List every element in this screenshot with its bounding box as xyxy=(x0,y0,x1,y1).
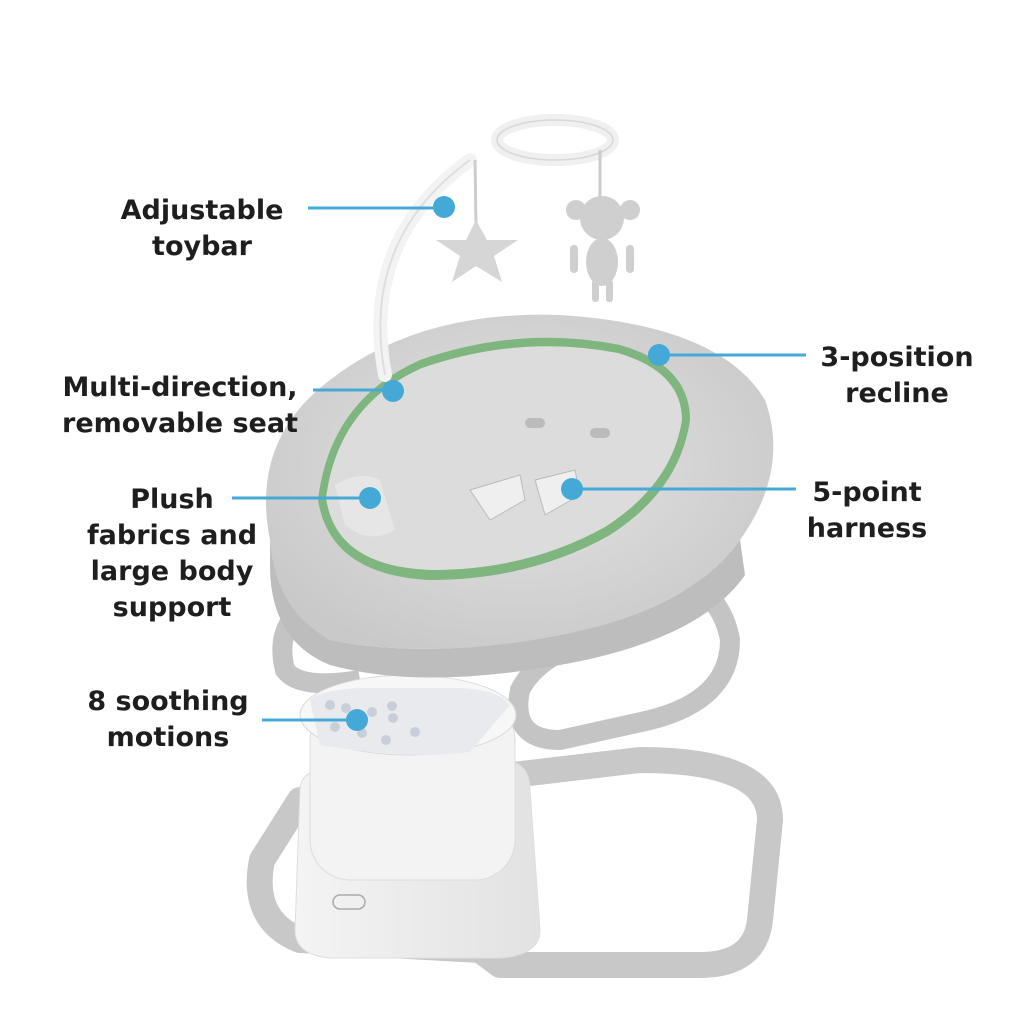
seat-label: Multi-direction, removable seat xyxy=(50,370,310,442)
label-line: Adjustable xyxy=(120,195,284,226)
label-line: 8 soothing xyxy=(87,686,249,717)
label-line: removable seat xyxy=(62,408,298,439)
motions-label: 8 soothing motions xyxy=(68,684,268,756)
base-frame xyxy=(246,747,783,978)
label-line: 5-point xyxy=(812,477,922,508)
label-line: Multi-direction, xyxy=(62,372,298,403)
label-line: support xyxy=(112,592,232,623)
star-toy xyxy=(436,220,518,282)
label-line: harness xyxy=(806,513,928,544)
label-line: 3-position xyxy=(820,342,974,373)
harness-callout-dot xyxy=(561,478,583,500)
monkey-toy xyxy=(566,196,640,302)
label-line: toybar xyxy=(152,231,252,262)
label-line: fabrics and xyxy=(86,520,258,551)
toybar-label: Adjustable toybar xyxy=(102,193,302,265)
brand-logo xyxy=(332,894,366,910)
recline-callout-dot xyxy=(648,344,670,366)
label-line: motions xyxy=(106,722,230,753)
motions-callout-dot xyxy=(346,709,368,731)
fabrics-label: Plush fabrics and large body support xyxy=(72,482,272,626)
label-line: recline xyxy=(845,378,949,409)
label-line: Plush xyxy=(130,484,214,515)
toybar-callout-dot xyxy=(433,196,455,218)
label-line: large body xyxy=(90,556,254,587)
recline-label: 3-position recline xyxy=(797,340,997,412)
seat-callout-dot xyxy=(382,380,404,402)
harness-label: 5-point harness xyxy=(767,475,967,547)
fabrics-callout-dot xyxy=(359,487,381,509)
